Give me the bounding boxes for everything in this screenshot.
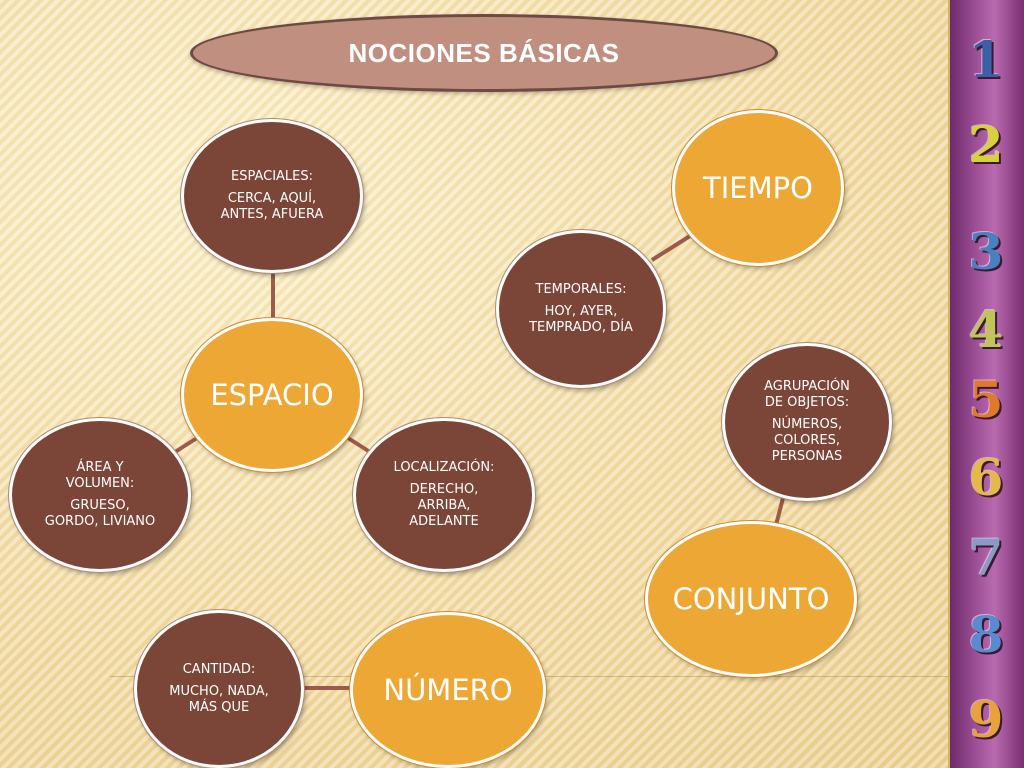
node-temporales-heading: TEMPORALES: (535, 282, 627, 297)
node-espacio-label: ESPACIO (210, 378, 334, 412)
node-cantidad-heading: CANTIDAD: (182, 662, 256, 677)
node-espaciales-heading: ESPACIALES: (230, 169, 314, 184)
number-sidebar: 1 2 3 4 5 6 7 8 9 (948, 0, 1024, 768)
node-temporales-text: HOY, AYER, TEMPRADO, DÍA (529, 304, 633, 335)
node-cantidad-text: MUCHO, NADA, MÁS QUE (169, 684, 269, 715)
sidebar-digit-9: 9 (968, 690, 1004, 749)
sidebar-digit-8: 8 (968, 605, 1004, 664)
node-localizacion: LOCALIZACIÓN: DERECHO, ARRIBA, ADELANTE (353, 418, 535, 572)
connector-temporales-tiempo (650, 234, 692, 262)
sidebar-digit-4: 4 (968, 300, 1004, 359)
node-espaciales: ESPACIALES: CERCA, AQUÍ, ANTES, AFUERA (181, 119, 363, 273)
node-temporales: TEMPORALES: HOY, AYER, TEMPRADO, DÍA (496, 230, 666, 388)
sidebar-digit-7: 7 (968, 528, 1004, 587)
node-cantidad: CANTIDAD: MUCHO, NADA, MÁS QUE (134, 610, 304, 768)
connector-agrupacion-conjunto (774, 497, 785, 526)
sidebar-digit-3: 3 (968, 222, 1004, 281)
sidebar-digit-1: 1 (968, 30, 1004, 89)
node-agrupacion-heading: AGRUPACIÓN DE OBJETOS: (764, 379, 850, 410)
sidebar-digit-2: 2 (968, 115, 1004, 174)
sidebar-digit-6: 6 (968, 448, 1004, 507)
node-conjunto-label: CONJUNTO (672, 582, 830, 616)
node-agrupacion-text: NÚMEROS, COLORES, PERSONAS (771, 417, 843, 464)
node-conjunto: CONJUNTO (645, 521, 857, 677)
node-numero: NÚMERO (350, 612, 546, 768)
title-oval: NOCIONES BÁSICAS (190, 14, 778, 92)
node-espaciales-text: CERCA, AQUÍ, ANTES, AFUERA (220, 191, 324, 222)
sidebar-digit-5: 5 (968, 370, 1004, 429)
node-espacio: ESPACIO (181, 318, 363, 472)
node-tiempo-label: TIEMPO (703, 171, 813, 205)
connector-espacio-localizacion (346, 436, 372, 454)
connector-espacio-area (173, 436, 199, 454)
page-title: NOCIONES BÁSICAS (348, 37, 620, 68)
node-area-heading: ÁREA Y VOLUMEN: (65, 460, 135, 491)
node-numero-label: NÚMERO (383, 673, 513, 707)
node-tiempo: TIEMPO (672, 110, 844, 266)
node-area-text: GRUESO, GORDO, LIVIANO (44, 498, 156, 529)
node-area-volumen: ÁREA Y VOLUMEN: GRUESO, GORDO, LIVIANO (9, 418, 191, 572)
node-localizacion-text: DERECHO, ARRIBA, ADELANTE (409, 482, 479, 529)
node-localizacion-heading: LOCALIZACIÓN: (393, 460, 495, 475)
node-agrupacion: AGRUPACIÓN DE OBJETOS: NÚMEROS, COLORES,… (722, 343, 892, 501)
